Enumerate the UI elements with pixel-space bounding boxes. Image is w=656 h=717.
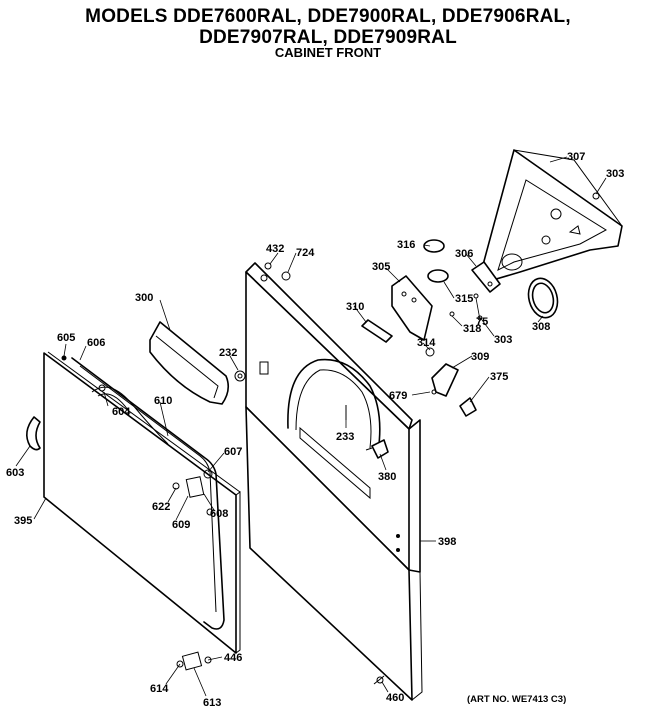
label-446: 446: [224, 652, 242, 664]
diagram-subtitle: CABINET FRONT: [274, 45, 382, 60]
door-outer-panel: [43, 351, 241, 654]
label-398: 398: [438, 536, 456, 548]
label-303: 303: [606, 168, 624, 180]
label-305: 305: [372, 261, 390, 273]
label-609: 609: [172, 519, 190, 531]
door-hinge-parts: [61, 355, 214, 671]
label-604: 604: [112, 406, 131, 418]
label-309: 309: [471, 351, 489, 363]
diagram-title-line1: MODELS DDE7600RAL, DDE7900RAL, DDE7906RA…: [85, 6, 571, 27]
bracket-306: [471, 261, 501, 293]
label-603: 603: [6, 467, 24, 479]
dispenser-tray-300: [149, 321, 246, 405]
label-605: 605: [57, 332, 75, 344]
label-622: 622: [152, 501, 170, 513]
label-303b: 303: [494, 334, 512, 346]
label-375: 375: [490, 371, 508, 383]
control-housing-307: [479, 149, 623, 283]
label-308: 308: [532, 321, 550, 333]
label-679: 679: [389, 390, 407, 402]
label-724: 724: [296, 247, 315, 259]
label-432: 432: [266, 243, 284, 255]
art-number: (ART NO. WE7413 C3): [467, 694, 567, 705]
switch-parts-316-315: [423, 239, 483, 321]
label-610: 610: [154, 395, 172, 407]
screw-460: [373, 675, 385, 685]
door-inner-panel: [71, 357, 225, 630]
clip-310: [361, 319, 393, 343]
label-608: 608: [210, 508, 228, 520]
bracket-305: [391, 275, 433, 341]
label-300: 300: [135, 292, 153, 304]
label-310: 310: [346, 301, 364, 313]
switch-380: [365, 439, 389, 459]
leader-lines: [15, 156, 607, 697]
label-314: 314: [417, 337, 436, 349]
label-306: 306: [455, 248, 473, 260]
knob-parts-309-375-314: [425, 347, 477, 417]
label-395: 395: [14, 515, 32, 527]
label-606: 606: [87, 337, 105, 349]
diagram-title-line2: DDE7907RAL, DDE7909RAL: [199, 27, 457, 48]
label-75: 75: [476, 316, 488, 328]
ring-308: [527, 277, 559, 319]
label-380: 380: [378, 471, 396, 483]
door-handle-603: [26, 416, 41, 451]
label-232: 232: [219, 347, 237, 359]
label-315: 315: [455, 293, 473, 305]
label-613: 613: [203, 697, 221, 709]
label-316: 316: [397, 239, 415, 251]
label-460: 460: [386, 692, 404, 704]
label-233: 233: [336, 431, 354, 443]
label-318: 318: [463, 323, 481, 335]
cabinet-front-panel: [245, 262, 423, 701]
label-607: 607: [224, 446, 242, 458]
label-614: 614: [150, 683, 169, 695]
label-307: 307: [567, 151, 585, 163]
